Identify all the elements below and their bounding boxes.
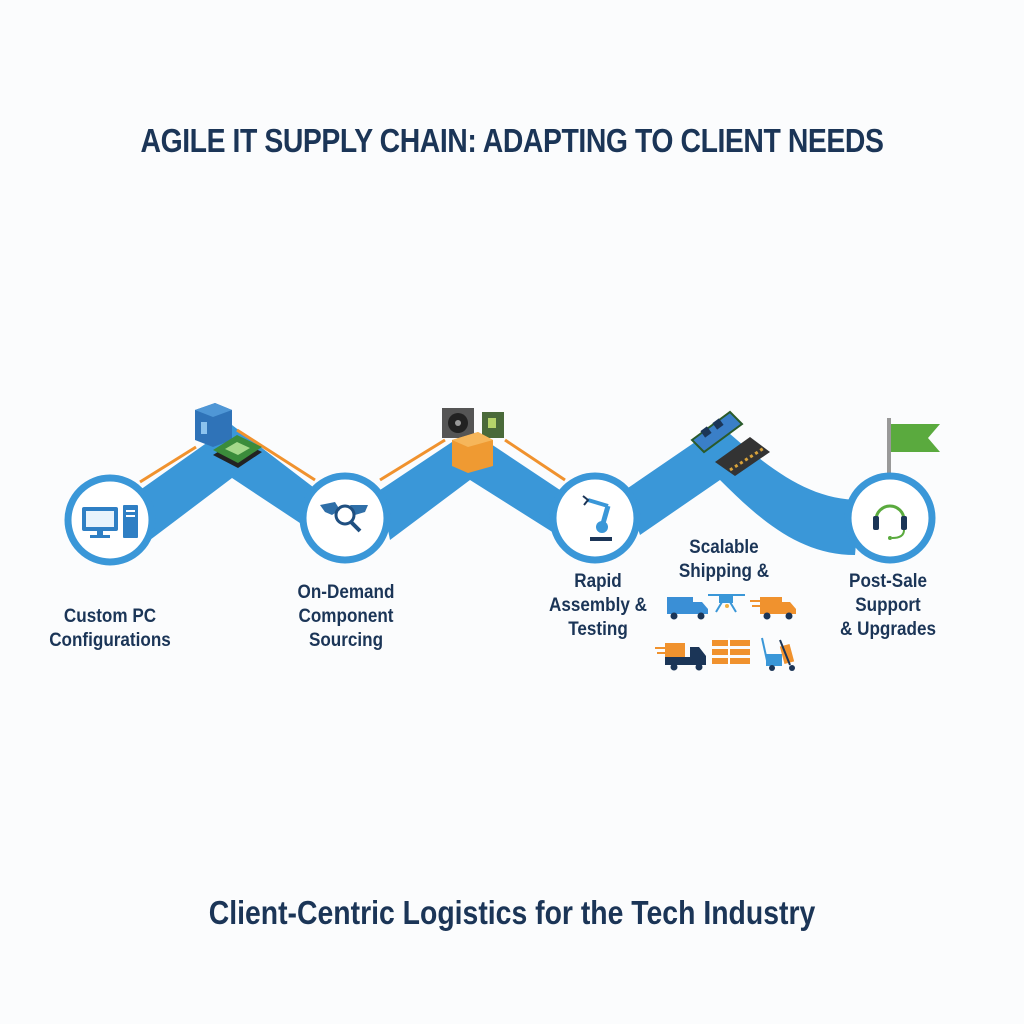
- step-circle-1: [64, 474, 156, 566]
- package-box-icon: [195, 403, 232, 447]
- footer-subtitle: Client-Centric Logistics for the Tech In…: [208, 894, 816, 931]
- ssd-module-icon: [715, 437, 770, 476]
- step-circle-2: [299, 472, 391, 564]
- step-circle-3: [549, 472, 641, 564]
- label-line: Shipping &: [678, 561, 770, 582]
- step-label-1: Custom PC Configurations: [38, 605, 182, 653]
- global-search-icon: [320, 502, 368, 533]
- robot-arm-icon: [582, 495, 612, 541]
- cpu-fan-icon: [442, 408, 474, 438]
- step-label-2: On-Demand Component Sourcing: [274, 581, 418, 653]
- desktop-pc-icon: [82, 505, 138, 538]
- finish-flag-icon: [891, 424, 940, 452]
- label-line: Assembly &: [549, 595, 647, 616]
- delivery-truck-icon: [667, 597, 708, 620]
- step-label-4: Scalable Shipping &: [652, 536, 796, 584]
- headset-icon: [873, 504, 907, 540]
- connector-lines: [139, 428, 566, 484]
- step-label-3: Rapid Assembly & Testing: [526, 570, 670, 642]
- express-truck-icon: [655, 643, 706, 671]
- step-circle-5: [844, 418, 940, 564]
- step-label-5: Post-Sale Support & Upgrades: [816, 570, 960, 642]
- label-line: Support: [855, 595, 921, 616]
- hand-truck-icon: [761, 637, 795, 671]
- label-line: Testing: [568, 619, 628, 640]
- circuit-board-icon: [213, 435, 262, 468]
- label-line: Rapid: [574, 571, 622, 592]
- fast-delivery-truck-icon: [750, 597, 796, 620]
- page-title: AGILE IT SUPPLY CHAIN: ADAPTING TO CLIEN…: [140, 122, 884, 159]
- ram-module-icon: [690, 410, 744, 454]
- flow-ribbon: [140, 425, 330, 540]
- label-line: Custom PC: [63, 606, 157, 627]
- label-line: Post-Sale: [849, 571, 927, 592]
- label-line: Sourcing: [308, 630, 384, 651]
- pallet-icon: [712, 638, 750, 668]
- flow-ribbon: [625, 425, 860, 555]
- drone-icon: [708, 594, 745, 613]
- flow-ribbon: [380, 430, 575, 540]
- label-line: Configurations: [49, 630, 171, 651]
- label-line: On-Demand: [297, 582, 395, 603]
- circuit-board-icon: [482, 412, 504, 438]
- label-line: Component: [298, 606, 394, 627]
- cardboard-box-icon: [452, 432, 493, 473]
- label-line: Scalable: [689, 537, 759, 558]
- label-line: & Upgrades: [840, 619, 936, 640]
